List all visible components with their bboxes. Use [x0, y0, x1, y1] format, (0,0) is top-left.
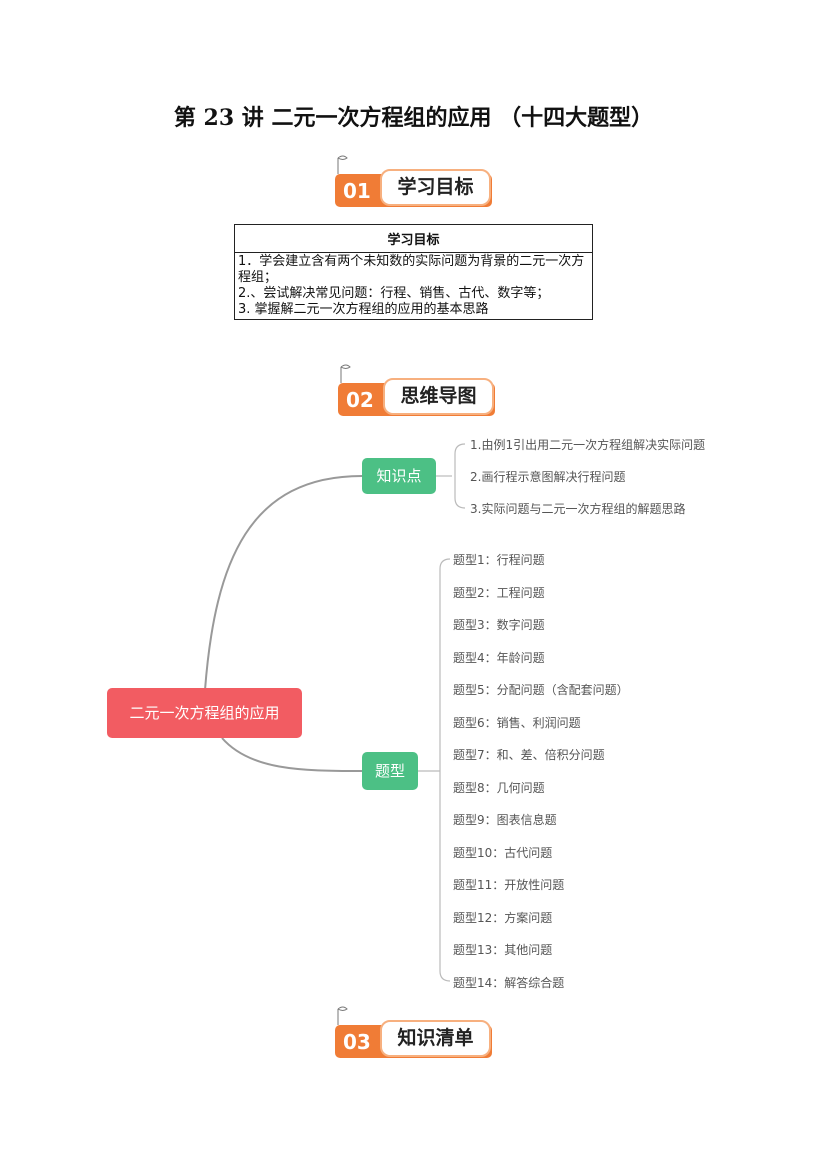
section-number: 03: [343, 1030, 371, 1054]
mindmap-leaf: 题型4：年龄问题: [453, 650, 545, 665]
page-title: 第 23 讲 二元一次方程组的应用 （十四大题型）: [173, 105, 654, 131]
flag-icon: [337, 155, 348, 174]
mindmap-root: 二元一次方程组的应用: [107, 688, 302, 738]
goal-2: 2.、尝试解决常见问题：行程、销售、古代、数字等；: [238, 286, 550, 301]
goals-table: 学习目标 1．学会建立含有两个未知数的实际问题为背景的二元一次方程组；2.、尝试…: [234, 224, 593, 320]
goal-1: 1．学会建立含有两个未知数的实际问题为背景的二元一次方程组；: [238, 254, 585, 285]
mindmap-leaf: 题型3：数字问题: [453, 618, 545, 632]
section-number: 01: [343, 179, 371, 203]
mindmap-leaf: 题型1：行程问题: [453, 553, 545, 567]
section-label: 知识清单: [380, 1020, 491, 1057]
mindmap-branch-knowledge: 知识点: [362, 458, 436, 494]
section-number: 02: [346, 388, 374, 412]
mindmap-leaf: 3.实际问题与二元一次方程组的解题思路: [470, 502, 686, 516]
flag-icon: [340, 364, 351, 383]
mindmap-leaf: 题型11：开放性问题: [453, 878, 565, 892]
mindmap-leaf: 题型13：其他问题: [453, 943, 553, 957]
mindmap-leaf: 题型8：几何问题: [453, 780, 545, 795]
mindmap-leaf: 题型14：解答综合题: [453, 975, 565, 990]
section-header-knowledge-list: 03 知识清单: [335, 1006, 492, 1058]
goal-3: 3. 掌握解二元一次方程组的应用的基本思路: [238, 302, 489, 317]
mindmap-leaf: 1.由例1引出用二元一次方程组解决实际问题: [470, 438, 706, 452]
section-label: 思维导图: [383, 378, 494, 415]
table-header: 学习目标: [234, 224, 593, 253]
mindmap-leaf: 题型2：工程问题: [453, 585, 545, 600]
section-label: 学习目标: [380, 169, 491, 206]
mindmap-leaf: 题型6：销售、利润问题: [453, 715, 581, 730]
section-header-mindmap: 02 思维导图: [338, 364, 495, 416]
mindmap-leaf: 题型9：图表信息题: [453, 813, 557, 827]
flag-icon: [337, 1006, 348, 1025]
mindmap-leaf: 2.画行程示意图解决行程问题: [470, 470, 626, 484]
section-header-goals: 01 学习目标: [335, 155, 492, 207]
mindmap-leaf: 题型7：和、差、倍积分问题: [453, 748, 605, 762]
mindmap-leaf: 题型10：古代问题: [453, 845, 553, 860]
mindmap-leaf: 题型12：方案问题: [453, 910, 553, 925]
mindmap-branch-types: 题型: [362, 752, 418, 790]
mindmap-leaf: 题型5：分配问题（含配套问题）: [453, 683, 629, 697]
table-cell: 1．学会建立含有两个未知数的实际问题为背景的二元一次方程组；2.、尝试解决常见问…: [234, 252, 593, 320]
